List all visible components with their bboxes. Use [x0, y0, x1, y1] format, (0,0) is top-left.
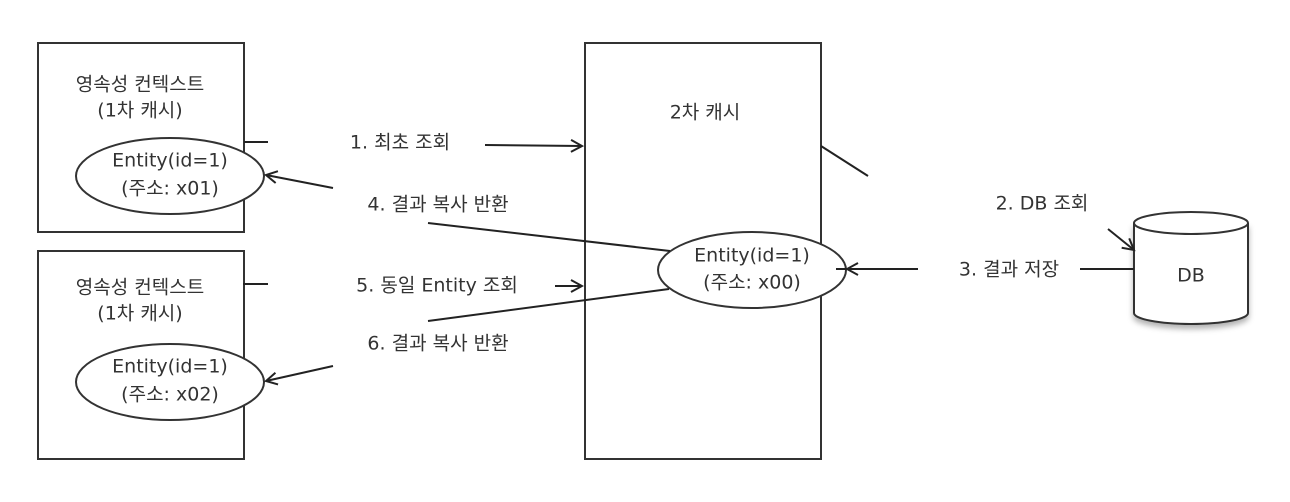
step-5-same-entity-lookup: 5. 동일 Entity 조회 — [243, 275, 582, 297]
entity-address: (주소: x01) — [121, 178, 219, 200]
context-title: 영속성 컨텍스트 — [76, 277, 204, 299]
step-label: 5. 동일 Entity 조회 — [356, 275, 518, 297]
arrow — [266, 365, 334, 381]
arrow — [484, 145, 582, 146]
entity-address: (주소: x00) — [703, 272, 801, 294]
entity-name: Entity(id=1) — [112, 150, 228, 172]
step-label: 1. 최초 조회 — [350, 132, 450, 154]
persistence-context-1: 영속성 컨텍스트 (1차 캐시) Entity(id=1) (주소: x01) — [37, 42, 265, 233]
context-subtitle: (1차 캐시) — [97, 303, 182, 325]
step-label: 4. 결과 복사 반환 — [367, 194, 508, 216]
context-title: 영속성 컨텍스트 — [76, 74, 204, 96]
step-3-save-result: 3. 결과 저장 — [836, 259, 1134, 281]
step-label: 3. 결과 저장 — [959, 259, 1059, 281]
step-6-copy-return: 6. 결과 복사 반환 — [266, 288, 670, 381]
step-1-initial-lookup: 1. 최초 조회 — [244, 132, 582, 154]
context-subtitle: (1차 캐시) — [97, 100, 182, 122]
step-label: 2. DB 조회 — [996, 193, 1089, 215]
arrow — [1107, 228, 1134, 250]
entity-name: Entity(id=1) — [112, 356, 228, 378]
entity-ellipse — [657, 231, 847, 309]
db-label: DB — [1177, 265, 1205, 287]
step-4-copy-return: 4. 결과 복사 반환 — [266, 175, 671, 252]
step-2-db-lookup: 2. DB 조회 — [820, 145, 1134, 250]
persistence-context-2: 영속성 컨텍스트 (1차 캐시) Entity(id=1) (주소: x02) — [37, 250, 265, 460]
cache-title: 2차 캐시 — [670, 102, 741, 124]
step-label: 6. 결과 복사 반환 — [367, 333, 508, 355]
entity-name: Entity(id=1) — [694, 245, 810, 267]
arrow — [266, 175, 334, 189]
entity-address: (주소: x02) — [121, 384, 219, 406]
database-cylinder: DB — [1133, 211, 1249, 325]
second-level-cache: 2차 캐시 Entity(id=1) (주소: x00) — [584, 42, 847, 460]
